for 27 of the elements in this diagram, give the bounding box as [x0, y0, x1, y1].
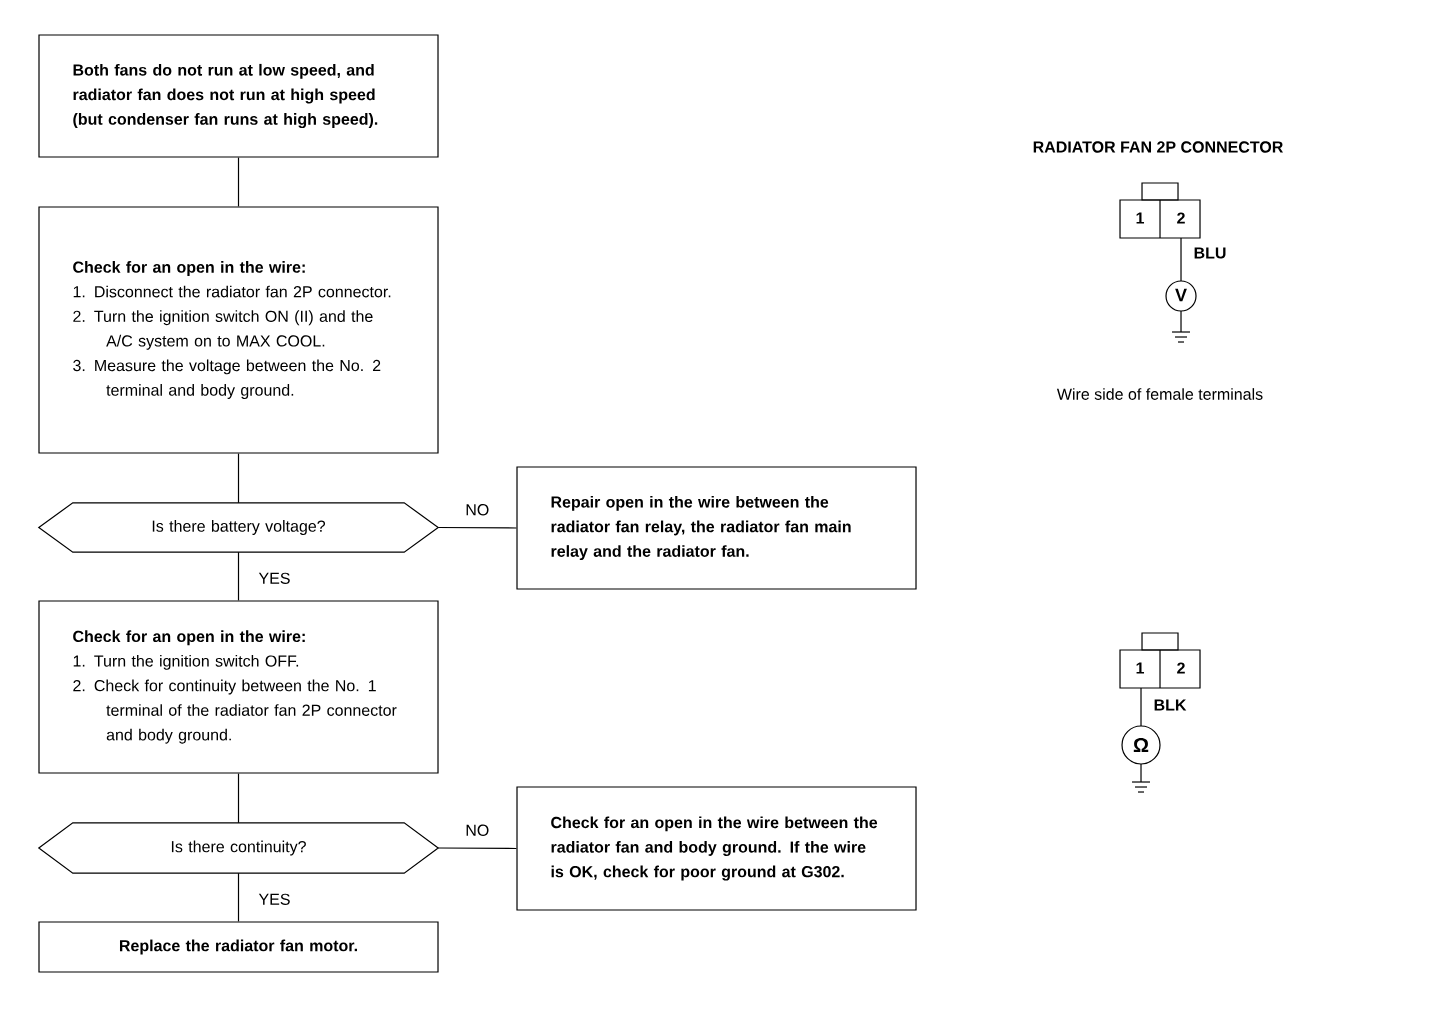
voltmeter-symbol: V [1175, 288, 1187, 302]
process-box: Check for an open in the wire between the radiator fan and body ground. If the wire is OK, check for poor ground at G302. [516, 786, 917, 911]
connector-line [237, 773, 240, 824]
process-box: Check for an open in the wire: 1. Disconnect the radiator fan 2P connector. 2. Turn the ignition switch ON (II) and the A/C system on to MAX COOL. 3. Measure the voltage between the No. 2 terminal and body ground. [38, 206, 439, 454]
terminal-number: 1 [1136, 662, 1144, 674]
edge-label: YES [257, 892, 292, 906]
wire-color-label: BLK [1154, 699, 1187, 711]
ohmmeter-symbol: Ω [1133, 738, 1149, 752]
caption: Wire side of female terminals [1056, 388, 1263, 400]
connector-line [237, 872, 240, 922]
edge-label: NO [464, 823, 491, 837]
connector-line [237, 551, 240, 601]
connector-line [237, 157, 240, 207]
edge-label: YES [257, 571, 292, 585]
process-box: Replace the radiator fan motor. [38, 921, 439, 973]
connector-line [437, 526, 517, 529]
process-box: Check for an open in the wire: 1. Turn the ignition switch OFF. 2. Check for continuity between the No. 1 terminal of the radiator fan 2P connector and body ground. [38, 600, 439, 774]
connector-line [237, 453, 240, 504]
terminal-number: 2 [1177, 662, 1185, 674]
terminal-number: 1 [1136, 212, 1144, 224]
connector-line [437, 847, 517, 850]
process-box: Repair open in the wire between the radiator fan relay, the radiator fan main relay and the radiator fan. [516, 466, 917, 590]
wire-color-label: BLU [1194, 247, 1226, 259]
connector-title: RADIATOR FAN 2P CONNECTOR [1033, 141, 1283, 153]
edge-label: NO [464, 503, 491, 517]
process-box: Both fans do not run at low speed, and radiator fan does not run at high speed (but condenser fan runs at high speed). [38, 34, 439, 158]
terminal-number: 2 [1177, 212, 1185, 224]
